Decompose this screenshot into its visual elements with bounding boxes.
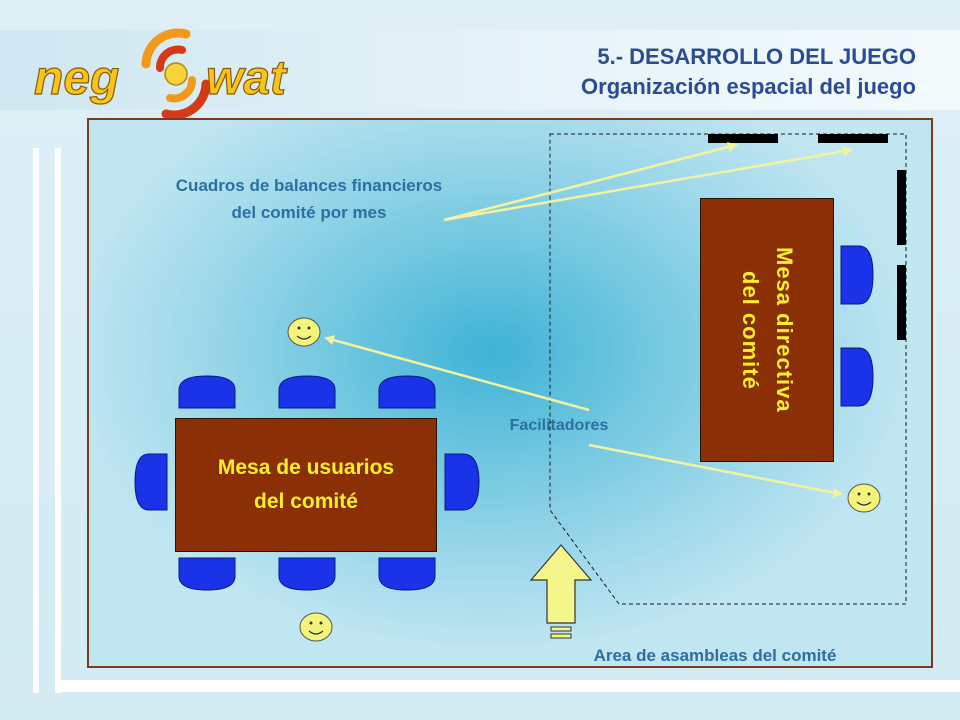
arrow-to-facilitator-2 bbox=[588, 443, 843, 498]
board-right-1 bbox=[897, 170, 906, 245]
board-top-2 bbox=[818, 134, 888, 143]
arrow-to-board-1 bbox=[443, 142, 738, 222]
table-users-label-2: del comité bbox=[254, 490, 358, 513]
label-financial-boards: Cuadros de balances financieros del comi… bbox=[175, 176, 443, 222]
logo-text-left: neg bbox=[34, 52, 119, 105]
chair-icon bbox=[178, 557, 236, 591]
chair-icon bbox=[378, 557, 436, 591]
slide-title: 5.- DESARROLLO DEL JUEGO bbox=[597, 44, 916, 69]
board-top-1 bbox=[708, 134, 778, 143]
chair-icon bbox=[134, 453, 168, 511]
table-users-label-1: Mesa de usuarios bbox=[217, 456, 395, 479]
negowat-logo: neg wat bbox=[33, 28, 289, 120]
face-icon bbox=[299, 612, 333, 642]
slide-subtitle: Organización espacial del juego bbox=[581, 74, 916, 99]
bottom-decor-bar bbox=[56, 680, 960, 692]
face-icon bbox=[847, 483, 881, 513]
chair-icon bbox=[840, 245, 874, 305]
label-assembly-area: Area de asambleas del comité bbox=[593, 646, 837, 665]
board-right-2 bbox=[897, 265, 906, 340]
chair-icon bbox=[444, 453, 480, 511]
slide-title-block: 5.- DESARROLLO DEL JUEGO Organización es… bbox=[581, 42, 916, 102]
table-users: Mesa de usuarios del comité bbox=[175, 418, 437, 552]
left-decor-bars bbox=[33, 148, 63, 693]
arrow-to-board-2 bbox=[443, 146, 853, 222]
floor-plan-drawing bbox=[134, 133, 907, 642]
logo-text-right: wat bbox=[206, 52, 288, 105]
label-facilitators: Facilitadores bbox=[509, 417, 609, 434]
up-arrow-icon bbox=[529, 544, 593, 639]
table-directive-label-1: Mesa directiva bbox=[772, 247, 797, 413]
arrow-to-facilitator-1 bbox=[324, 335, 590, 412]
face-icon bbox=[287, 317, 321, 347]
chair-icon bbox=[278, 557, 336, 591]
chair-icon bbox=[278, 375, 336, 409]
chair-icon bbox=[840, 347, 874, 407]
chair-icon bbox=[378, 375, 436, 409]
logo-rings-icon bbox=[141, 28, 211, 120]
chair-icon bbox=[178, 375, 236, 409]
floor-plan: Mesa de usuarios del comité Mesa directi… bbox=[87, 118, 933, 668]
table-directive-label-2: del comité bbox=[738, 270, 763, 390]
table-directive: Mesa directiva del comité bbox=[700, 198, 834, 462]
